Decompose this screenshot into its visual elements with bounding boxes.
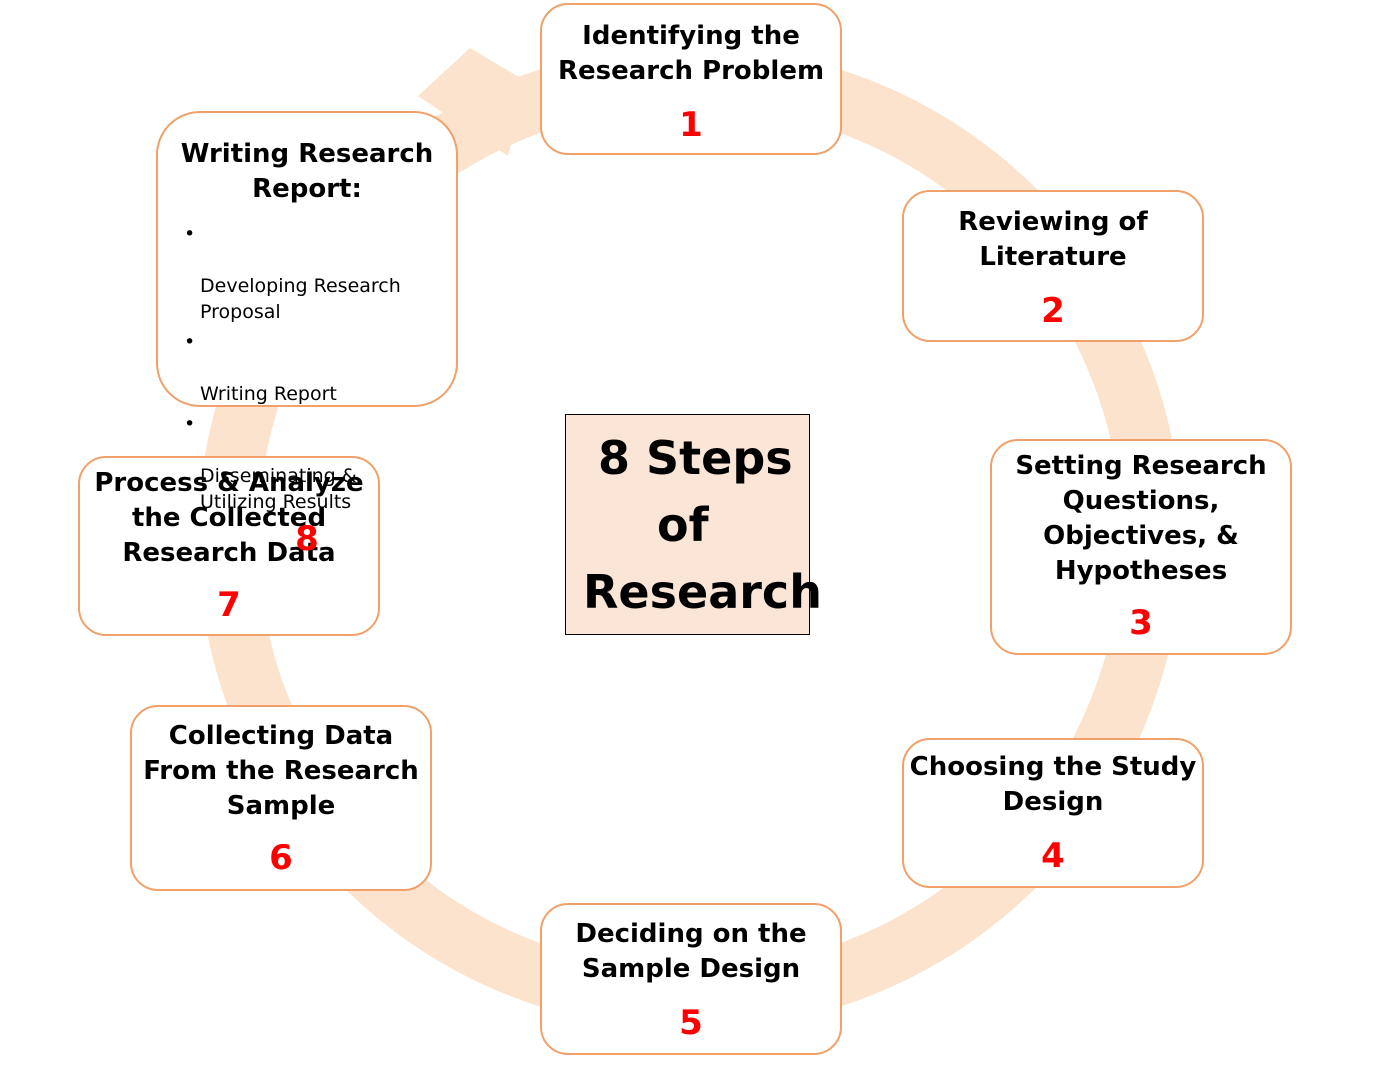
bullet-icon: • — [184, 223, 196, 245]
step-number-7: 7 — [217, 585, 241, 625]
step-title-3: Setting Research Questions, Objectives, … — [1015, 451, 1267, 586]
bullet-text: Developing Research Proposal — [200, 275, 401, 323]
step-number-1: 1 — [679, 105, 703, 145]
step-box-6: Collecting Data From the Research Sample… — [130, 705, 432, 891]
step-8-bullet-list: • Developing Research Proposal • Writing… — [158, 221, 456, 515]
bullet-text: Disseminating & Utilizing Results — [200, 465, 357, 513]
bullet-item: • Writing Report — [184, 329, 456, 407]
center-title-line: 8 Steps — [598, 431, 793, 485]
step-title-1: Identifying the Research Problem — [557, 21, 825, 86]
step-number-3: 3 — [1129, 603, 1153, 643]
step-title-4: Choosing the Study Design — [909, 752, 1197, 817]
step-box-2: Reviewing of Literature 2 — [902, 190, 1204, 342]
step-number-5: 5 — [679, 1003, 703, 1043]
step-box-7: Process & Analyze the Collected Research… — [78, 456, 380, 636]
step-box-5: Deciding on the Sample Design 5 — [540, 903, 842, 1055]
step-title-7: Process & Analyze the Collected Research… — [94, 468, 364, 568]
center-title-line: of — [657, 498, 709, 552]
bullet-icon: • — [184, 331, 196, 353]
step-number-6: 6 — [269, 838, 293, 878]
step-box-1: Identifying the Research Problem 1 — [540, 3, 842, 155]
center-title-line: Research — [583, 565, 822, 619]
bullet-text: Writing Report — [200, 383, 337, 405]
bullet-icon: • — [184, 413, 196, 435]
step-title-2: Reviewing of Literature — [958, 207, 1148, 272]
step-title-6: Collecting Data From the Research Sample — [143, 721, 419, 821]
step-title-5: Deciding on the Sample Design — [575, 919, 807, 984]
step-number-2: 2 — [1041, 291, 1065, 331]
bullet-item: • Developing Research Proposal — [184, 221, 456, 325]
bullet-item: • Disseminating & Utilizing Results — [184, 411, 456, 515]
step-number-8: 8 — [295, 519, 319, 559]
step-box-4: Choosing the Study Design 4 — [902, 738, 1204, 888]
step-box-3: Setting Research Questions, Objectives, … — [990, 439, 1292, 655]
step-title-8: Writing Research Report: — [180, 139, 434, 204]
cycle-arrowhead-icon — [418, 48, 527, 156]
step-number-4: 4 — [1041, 836, 1065, 876]
center-title-box: 8 Steps of Research — [565, 414, 822, 635]
step-box-8: Writing Research Report: • Developing Re… — [156, 111, 458, 559]
